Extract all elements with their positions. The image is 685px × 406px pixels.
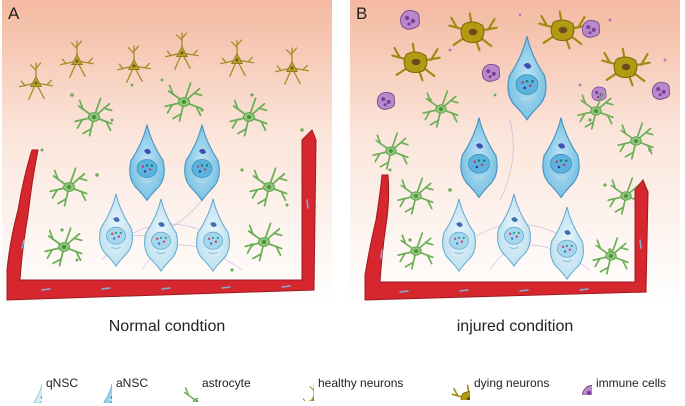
panel-a-illustration: [2, 0, 332, 305]
immune-cell: [651, 81, 671, 100]
immune-cell: [481, 63, 501, 82]
panel-a-normal: A: [2, 0, 332, 305]
legend-label: qNSC: [46, 376, 79, 390]
legend-item-astrocyte: astrocyte: [160, 360, 251, 406]
immune-cell: [591, 86, 607, 102]
legend-label: aNSC: [116, 376, 149, 390]
immune-cell: [400, 10, 420, 30]
panel-b-illustration: [350, 0, 680, 305]
panel-b-injured: B: [350, 0, 680, 305]
healthy-neuron-icon: [284, 365, 314, 401]
qnsc-icon: [22, 363, 42, 403]
ansc-icon: [92, 363, 112, 403]
legend-label: healthy neurons: [318, 376, 404, 390]
caption-injured-condition: injured condition: [456, 318, 574, 335]
legend-label: astrocyte: [202, 376, 251, 390]
legend-label: immune cells: [596, 376, 667, 390]
legend-item-ansc: aNSC: [92, 360, 148, 406]
legend-label: dying neurons: [474, 376, 550, 390]
blood-vessel: [6, 129, 317, 301]
blood-vessel: [364, 174, 649, 301]
immune-cell: [581, 19, 601, 38]
panel-b-letter: B: [356, 4, 368, 23]
panel-a-letter: A: [8, 4, 20, 23]
dying-neuron-icon: [428, 366, 470, 400]
legend-item-immune-cells: immune cells: [568, 360, 666, 406]
legend-item-qnsc: qNSC: [22, 360, 78, 406]
caption-normal-condition: Normal condtion: [108, 318, 226, 335]
immune-cell-icon: [568, 371, 592, 395]
astrocyte-icon: [160, 364, 198, 402]
immune-cell: [376, 91, 396, 110]
legend-item-healthy-neurons: healthy neurons: [284, 360, 403, 406]
legend-item-dying-neurons: dying neurons: [428, 360, 549, 406]
legend: qNSC aNSC astrocyte healthy neurons dyin…: [0, 360, 685, 406]
